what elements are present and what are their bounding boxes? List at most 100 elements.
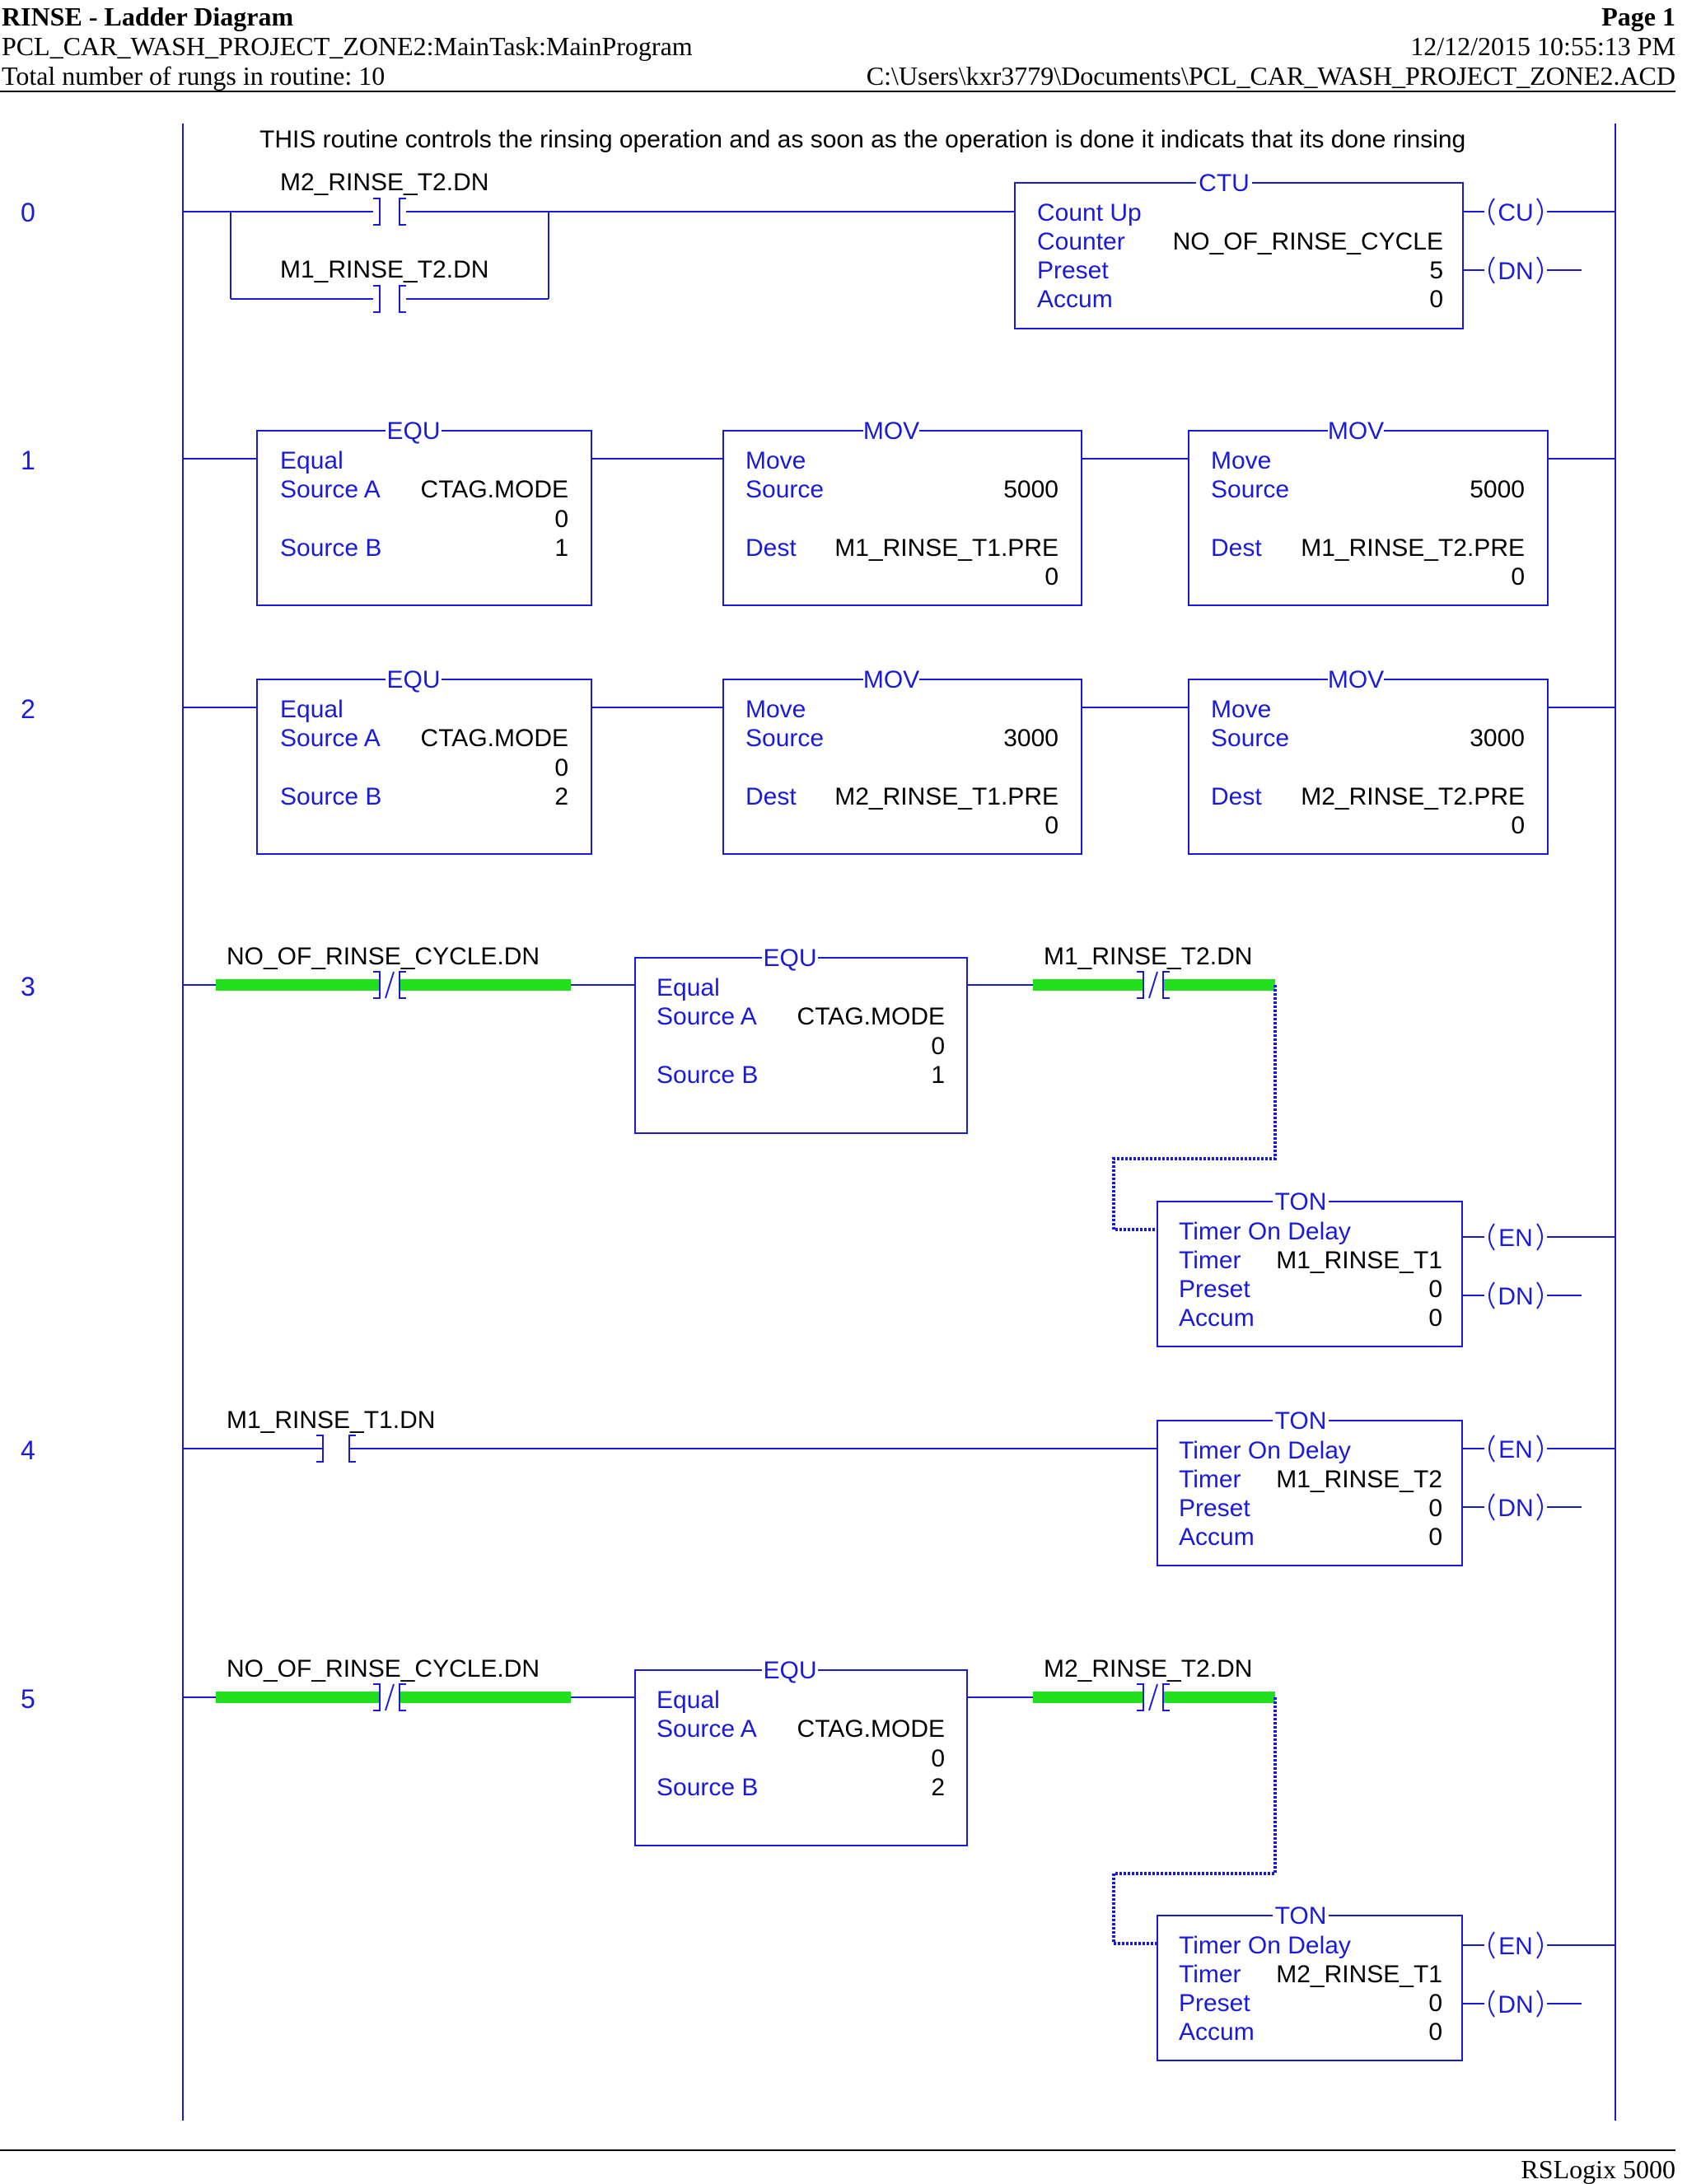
source-label: Source: [745, 725, 824, 752]
block-type: EQU: [763, 945, 816, 972]
source-value: 3000: [1003, 725, 1058, 752]
source-value: 5000: [1003, 476, 1058, 503]
accum-label: Accum: [1179, 1304, 1255, 1332]
rung-2: 2 EQU Equal Source A CTAG.MODE 0 Source …: [21, 666, 1615, 855]
xio-contact[interactable]: M1_RINSE_T2.DN: [1044, 943, 1252, 999]
block-type: TON: [1275, 1902, 1327, 1930]
output-coil-en: EN: [1462, 1223, 1615, 1252]
energized-branch: [1112, 1697, 1277, 1945]
preset-value: 0: [1428, 1990, 1442, 2017]
xic-contact[interactable]: M1_RINSE_T2.DN: [280, 256, 488, 313]
block-type: EQU: [386, 418, 440, 445]
footer-brand: RSLogix 5000: [1521, 2154, 1675, 2184]
dest-label: Dest: [745, 534, 797, 562]
ton-block[interactable]: TON Timer On Delay Timer M1_RINSE_T1 Pre…: [1157, 1188, 1463, 1347]
coil-label: CU: [1498, 199, 1533, 226]
footer-rule: [0, 2149, 1675, 2151]
dest-tag: M2_RINSE_T1.PRE: [834, 783, 1058, 810]
preset-value: 0: [1428, 1276, 1442, 1303]
source-a-value: 0: [554, 506, 568, 533]
source-value: 5000: [1470, 476, 1525, 503]
source-a-tag: CTAG.MODE: [421, 476, 568, 503]
rung-number: 4: [21, 1435, 35, 1465]
dest-value: 0: [1511, 563, 1525, 590]
block-title: Count Up: [1037, 199, 1142, 226]
block-type: EQU: [386, 666, 440, 693]
block-title: Equal: [280, 447, 343, 474]
output-coil-en: EN: [1462, 1931, 1615, 1960]
coil-label: EN: [1498, 1436, 1533, 1463]
block-type: CTU: [1199, 170, 1250, 197]
output-coil-dn: DN: [1462, 1493, 1582, 1522]
block-title: Timer On Delay: [1179, 1932, 1351, 1959]
mov-block[interactable]: MOV Move Source 5000 Dest M1_RINSE_T2.PR…: [1188, 418, 1549, 606]
dest-tag: M1_RINSE_T1.PRE: [834, 534, 1058, 562]
preset-label: Preset: [1179, 1276, 1250, 1303]
rung-number: 0: [21, 198, 35, 227]
equ-block[interactable]: EQU Equal Source A CTAG.MODE 0 Source B …: [634, 1657, 968, 1846]
block-type: MOV: [1328, 666, 1384, 693]
accum-value: 0: [1428, 2018, 1442, 2046]
program-path: PCL_CAR_WASH_PROJECT_ZONE2:MainTask:Main…: [2, 31, 693, 61]
xio-contact[interactable]: M2_RINSE_T2.DN: [1044, 1655, 1252, 1711]
xic-contact[interactable]: M1_RINSE_T1.DN: [227, 1407, 435, 1463]
xic-contact[interactable]: M2_RINSE_T2.DN: [280, 169, 488, 226]
output-coil-dn: DN: [1462, 1281, 1582, 1310]
page-title: RINSE - Ladder Diagram: [2, 2, 294, 31]
contact-tag: M2_RINSE_T2.DN: [1044, 1655, 1252, 1682]
source-label: Source: [745, 476, 824, 503]
dest-tag: M2_RINSE_T2.PRE: [1301, 783, 1525, 810]
source-b-label: Source B: [657, 1774, 758, 1801]
equ-block[interactable]: EQU Equal Source A CTAG.MODE 0 Source B …: [634, 945, 968, 1134]
source-b-label: Source B: [657, 1062, 758, 1089]
xio-contact[interactable]: NO_OF_RINSE_CYCLE.DN: [227, 943, 540, 999]
mov-block[interactable]: MOV Move Source 3000 Dest M2_RINSE_T2.PR…: [1188, 666, 1549, 855]
contact-tag: NO_OF_RINSE_CYCLE.DN: [227, 1655, 540, 1682]
block-title: Timer On Delay: [1179, 1218, 1351, 1245]
block-type: TON: [1275, 1407, 1327, 1435]
contact-tag: M2_RINSE_T2.DN: [280, 169, 488, 196]
timer-label: Timer: [1179, 1466, 1241, 1493]
contact-tag: M1_RINSE_T2.DN: [280, 256, 488, 283]
xio-contact[interactable]: NO_OF_RINSE_CYCLE.DN: [227, 1655, 540, 1711]
contact-tag: M1_RINSE_T1.DN: [227, 1407, 435, 1434]
timestamp: 12/12/2015 10:55:13 PM: [1410, 31, 1675, 61]
routine-comment: THIS routine controls the rinsing operat…: [259, 126, 1465, 153]
ton-block[interactable]: TON Timer On Delay Timer M2_RINSE_T1 Pre…: [1157, 1902, 1463, 2061]
rung-0: 0 M2_RINSE_T2.DN M1_RINSE_T2.DN CTU Coun…: [21, 169, 1615, 329]
accum-value: 0: [1428, 1524, 1442, 1551]
source-a-tag: CTAG.MODE: [797, 1003, 945, 1030]
source-label: Source: [1211, 476, 1289, 503]
source-a-value: 0: [931, 1745, 945, 1772]
source-b-value: 1: [554, 534, 568, 562]
accum-label: Accum: [1179, 2018, 1255, 2046]
rung-number: 3: [21, 972, 35, 1001]
dest-label: Dest: [1211, 534, 1262, 562]
rung-5: 5 NO_OF_RINSE_CYCLE.DN EQU Equal Source …: [21, 1655, 1615, 2061]
equ-block[interactable]: EQU Equal Source A CTAG.MODE 0 Source B …: [256, 418, 592, 606]
coil-label: EN: [1498, 1933, 1533, 1960]
block-title: Equal: [280, 696, 343, 723]
rung-3: 3 NO_OF_RINSE_CYCLE.DN EQU Equal Source …: [21, 943, 1615, 1347]
coil-label: DN: [1498, 1283, 1533, 1310]
block-title: Equal: [657, 974, 720, 1001]
block-type: MOV: [1328, 418, 1384, 445]
source-a-label: Source A: [280, 476, 381, 503]
dest-label: Dest: [1211, 783, 1262, 810]
header-rule: [0, 91, 1675, 92]
ton-block[interactable]: TON Timer On Delay Timer M1_RINSE_T2 Pre…: [1157, 1407, 1463, 1566]
source-b-value: 2: [931, 1774, 945, 1801]
mov-block[interactable]: MOV Move Source 5000 Dest M1_RINSE_T1.PR…: [722, 418, 1082, 606]
ctu-block[interactable]: CTU Count Up Counter NO_OF_RINSE_CYCLE P…: [1014, 170, 1464, 329]
block-type: MOV: [863, 666, 919, 693]
counter-label: Counter: [1037, 228, 1125, 255]
output-coil-cu: CU: [1463, 198, 1615, 226]
block-title: Move: [745, 447, 806, 474]
mov-block[interactable]: MOV Move Source 3000 Dest M2_RINSE_T1.PR…: [722, 666, 1082, 855]
equ-block[interactable]: EQU Equal Source A CTAG.MODE 0 Source B …: [256, 666, 592, 855]
source-a-label: Source A: [280, 725, 381, 752]
contact-tag: M1_RINSE_T2.DN: [1044, 943, 1252, 970]
accum-label: Accum: [1037, 286, 1113, 313]
accum-value: 0: [1429, 286, 1443, 313]
